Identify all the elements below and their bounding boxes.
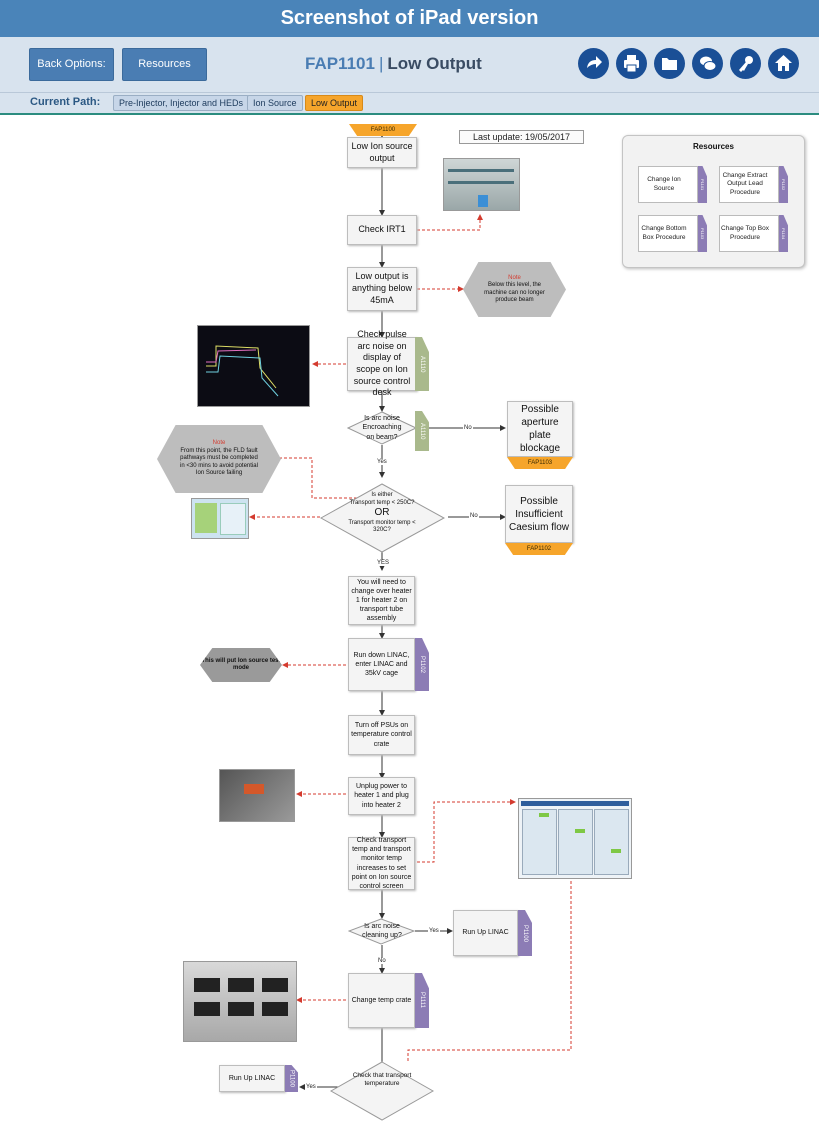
resource-change-ion-source[interactable]: Change Ion Source [638,166,698,203]
resources-title: Resources [693,142,734,151]
back-arrow-icon[interactable] [578,48,609,79]
link-tab-p1102[interactable]: P1102 [415,638,429,691]
breadcrumb-item-low-output[interactable]: Low Output [305,95,364,111]
note2-title: Note [212,440,226,447]
decision-arc-noise-text: Is arc noise Encroaching on beam? [362,415,402,441]
label-yes-3: Yes [428,928,440,934]
heater-plug-photo [219,769,295,822]
decision-line-3: Transport monitor temp < 320C? [348,519,416,534]
link-tab-p1111[interactable]: P1111 [415,973,429,1028]
irt1-screenshot-image [443,158,520,211]
resources-panel: Resources Change Ion Source P1101 Change… [622,135,805,268]
link-tag-fap1103[interactable]: FAP1103 [507,457,573,469]
node-run-down-linac: Run down LINAC, enter LINAC and 35kV cag… [348,638,415,691]
flowchart: FAP1100 Last update: 19/05/2017 Low Ion … [0,115,819,1121]
label-yes-1: Yes [376,459,388,465]
temp-crate-photo [183,961,297,1042]
decision-line-or: OR [374,507,390,518]
link-tab-p1100-2[interactable]: P1100 [285,1065,298,1092]
page-title: FAP1101|Low Output [305,54,482,74]
decision-line-2: Transport temp < 250C? [349,499,415,506]
note2-text: From this point, the FLD fault pathways … [180,447,258,477]
resource-tab-3[interactable]: P1103 [698,215,707,252]
label-no-3: No [377,958,387,964]
node-change-temp-crate: Change temp crate [348,973,415,1028]
ion-source-control-screen-image [518,798,632,879]
label-yes-2: YES [376,560,391,566]
breadcrumb: Current Path: Pre-Injector, Injector and… [0,93,819,115]
label-no-2: No [469,513,479,519]
transport-temp-screenshot-image [191,498,249,539]
back-options-button[interactable]: Back Options: [29,48,114,81]
start-tag-fap1100[interactable]: FAP1100 [349,124,417,136]
link-tab-p1100[interactable]: P1100 [518,910,532,956]
resources-button[interactable]: Resources [122,48,207,81]
node-low-output-threshold: Low output is anything below 45mA [347,267,417,311]
breadcrumb-item-ion-source[interactable]: Ion Source [247,95,303,111]
resource-tab-2[interactable]: P1102 [779,166,788,203]
decision-transport-temp-text: Is either Transport temp < 250C? OR Tran… [340,492,424,535]
last-update-label: Last update: 19/05/2017 [459,130,584,144]
resource-tab-1[interactable]: P1101 [698,166,707,203]
note1-text: Below this level, the machine can no lon… [484,282,545,303]
chat-icon[interactable] [692,48,723,79]
breadcrumb-label: Current Path: [30,96,101,108]
decision-arc-noise-cleaning-text: Is arc noise cleaning up? [362,922,402,939]
decision-transport-temp [320,483,445,553]
node-check-irt1: Check IRT1 [347,215,417,245]
node-check-transport-temp: Check transport temp and transport monit… [348,837,415,890]
node-turn-off-psus: Turn off PSUs on temperature control cra… [348,715,415,755]
page-banner: Screenshot of iPad version [0,0,819,37]
link-tag-fap1102[interactable]: FAP1102 [505,543,573,555]
decision-arc-noise-cleaning [348,918,415,945]
resource-change-bottom-box[interactable]: Change Bottom Box Procedure [638,215,698,252]
decision-line-1: Is either [371,492,393,498]
link-tab-a1110-2[interactable]: A1110 [415,411,429,451]
node-check-pulse-arc-noise: Check pulse arc noise on display of scop… [347,329,417,397]
resource-change-top-box[interactable]: Change Top Box Procedure [719,215,779,252]
node-run-up-linac: Run Up LINAC [453,910,518,956]
node-aperture-blockage: Possible aperture plate blockage [507,401,573,457]
decision-arc-noise-encroaching [347,411,417,445]
node-insufficient-caesium: Possible Insufficient Caesium flow [505,485,573,543]
node-unplug-power: Unplug power to heater 1 and plug into h… [348,777,415,815]
fap-code: FAP1101 [305,54,375,73]
breadcrumb-item-injector[interactable]: Pre-Injector, Injector and HEDs [113,95,250,111]
title-separator: | [378,54,384,73]
node-change-heater: You will need to change over heater 1 fo… [348,576,415,625]
node-low-ion-source-output: Low Ion source output [347,137,417,168]
scope-display-image [197,325,310,407]
decision-check-transport [330,1061,434,1121]
resource-change-extract-lead[interactable]: Change Extract Output Lead Procedure [719,166,779,203]
note-fld-pathways: Note From this point, the FLD fault path… [157,425,281,493]
decision-check-transport-text: Check that transport temperature [352,1072,412,1087]
note1-title: Note [508,274,521,281]
app-header: Back Options: Resources FAP1101|Low Outp… [0,37,819,93]
home-icon[interactable] [768,48,799,79]
note-below-level: Note Below this level, the machine can n… [463,262,566,317]
label-no-1: No [463,425,473,431]
label-yes-4: Yes [305,1084,317,1090]
print-icon[interactable] [616,48,647,79]
link-tab-a1110[interactable]: A1110 [415,337,429,391]
note-test-mode: This will put Ion source test mode [200,648,282,682]
resource-tab-4[interactable]: P1104 [779,215,788,252]
page-subtitle: Low Output [387,54,482,73]
node-run-up-linac-2: Run Up LINAC [219,1065,285,1092]
key-icon[interactable] [730,48,761,79]
folder-icon[interactable] [654,48,685,79]
